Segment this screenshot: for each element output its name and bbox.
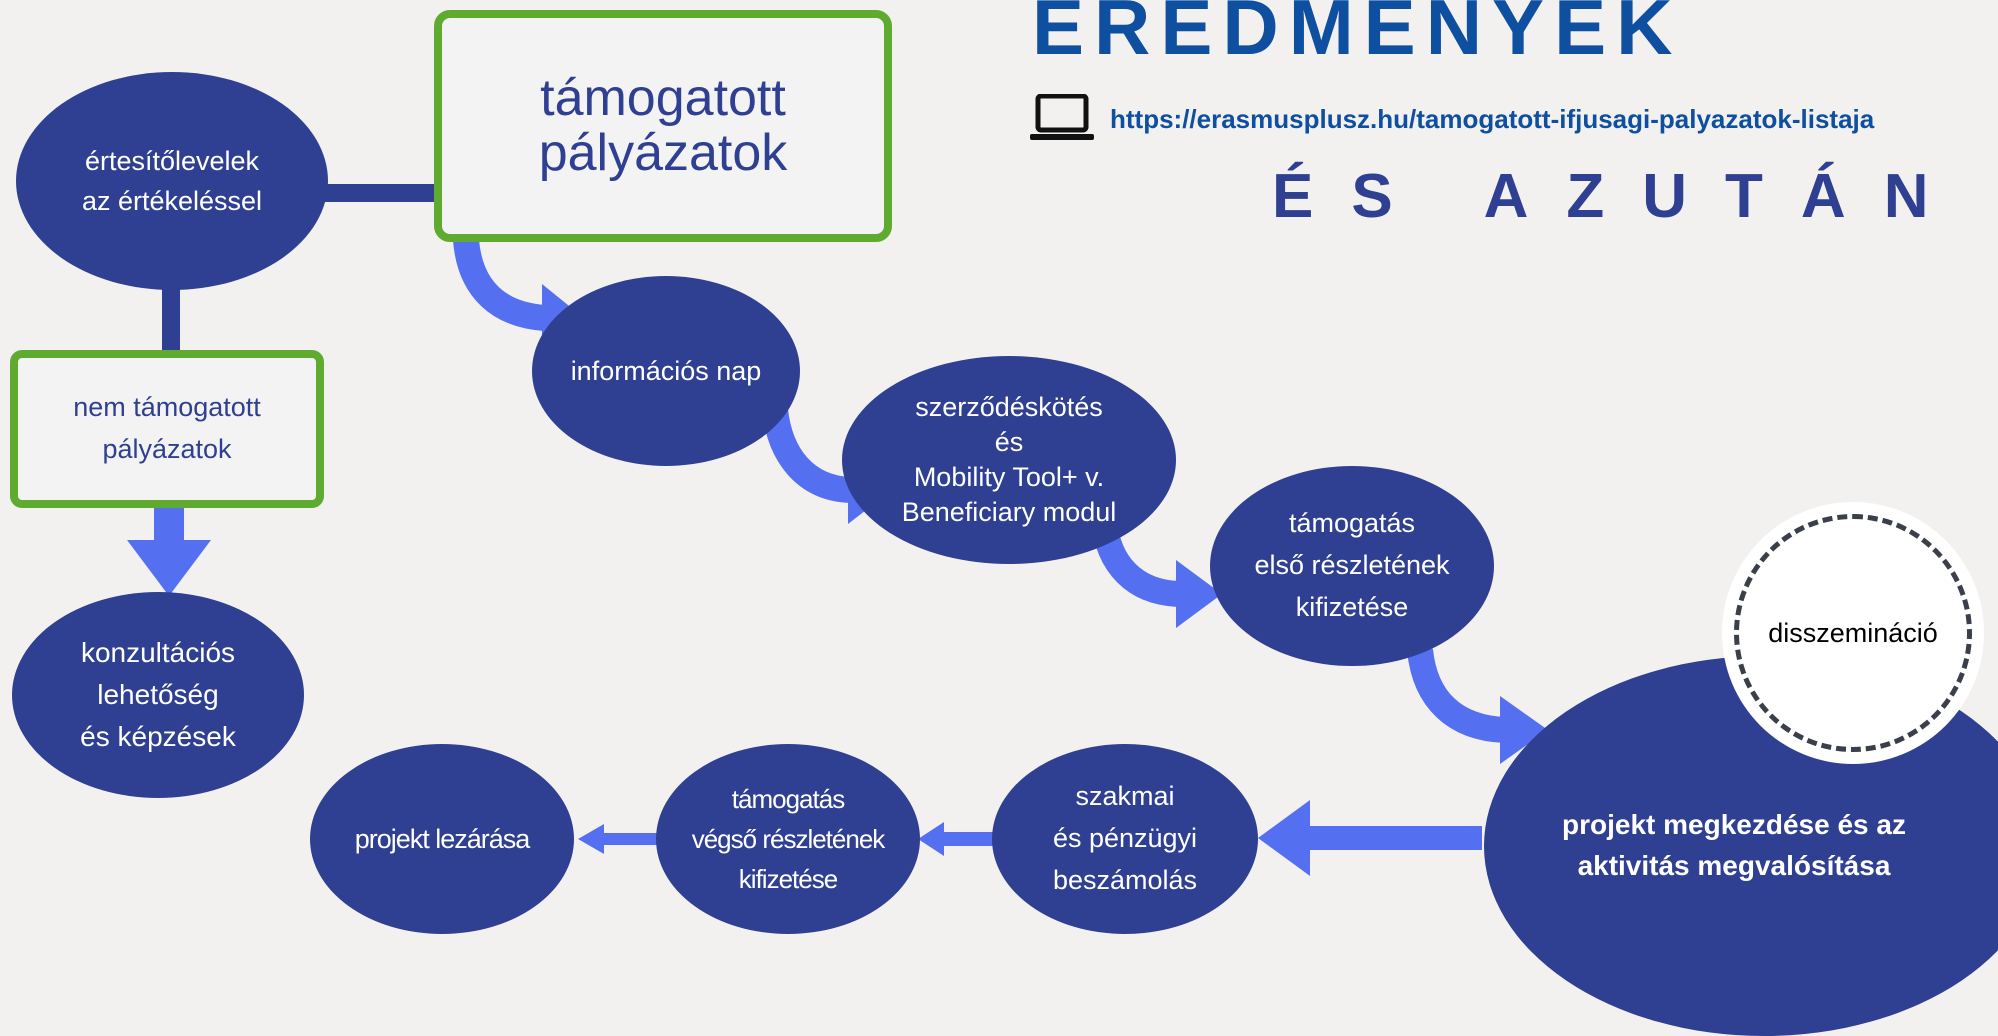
arrow-down-konzultacios <box>127 504 211 596</box>
node-vegso-reszlet-kifizetese: támogatás végső részletének kifizetése <box>656 744 920 934</box>
laptop-icon <box>1030 94 1094 140</box>
node-projekt-lezarasa: projekt lezárása <box>310 744 574 934</box>
node-tamogatott-palyazatok: támogatott pályázatok <box>434 10 892 242</box>
node-beszamolas: szakmai és pénzügyi beszámolás <box>992 744 1258 934</box>
node-konzultacios-lehetoseg: konzultációs lehetőség és képzések <box>12 592 304 798</box>
page-title: EREDMENYEK <box>1032 0 1683 71</box>
node-ertesito-levelek: értesítőlevelek az értékeléssel <box>16 72 328 290</box>
arrow-beszamolas-vegso <box>918 822 1000 856</box>
node-nem-tamogatott-palyazatok: nem támogatott pályázatok <box>10 350 324 508</box>
disszeminacio-circle: disszemináció <box>1726 506 1980 760</box>
node-szerzodeskotes: szerződéskötés és Mobility Tool+ v. Bene… <box>842 356 1176 564</box>
node-disszeminacio: disszemináció <box>1734 514 1972 752</box>
node-informacios-nap: információs nap <box>532 276 800 466</box>
page-subtitle: ÉS AZUTÁN <box>1272 162 1967 231</box>
connector-ertesito-tamogatott <box>320 184 440 202</box>
arrow-elso-projekt <box>1407 648 1548 764</box>
arrow-projekt-beszamolas <box>1258 800 1482 876</box>
connector-ertesito-nem-tamogatott <box>162 284 180 354</box>
node-elso-reszlet-kifizetese: támogatás első részletének kifizetése <box>1210 466 1494 666</box>
project-list-link[interactable]: https://erasmusplusz.hu/tamogatott-ifjus… <box>1110 104 1875 134</box>
arrow-vegso-lezarasa <box>578 824 660 854</box>
